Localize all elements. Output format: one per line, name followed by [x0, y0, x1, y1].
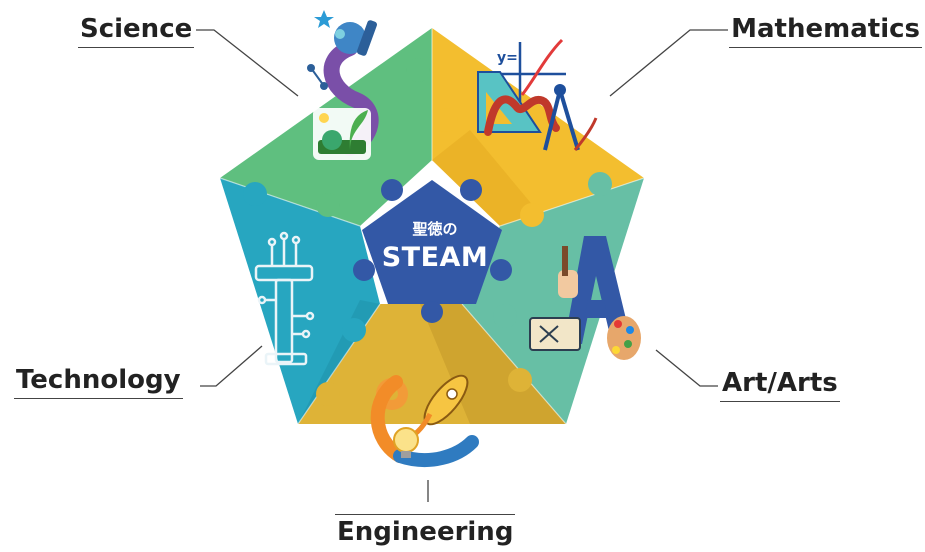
math-shade — [432, 130, 540, 226]
puzzle-knob — [508, 368, 532, 392]
puzzle-knob — [520, 203, 544, 227]
puzzle-knob — [243, 182, 267, 206]
arts-label: Art/Arts — [720, 368, 840, 402]
puzzle-knob — [342, 318, 366, 342]
puzzle-knob — [316, 382, 340, 406]
puzzle-knob — [493, 304, 517, 328]
center-pentagon — [362, 180, 502, 304]
letter-a-palette-icon — [529, 236, 641, 360]
engineering-label: Engineering — [335, 514, 516, 550]
puzzle-knob — [588, 172, 612, 196]
mathematics-label: Mathematics — [729, 14, 922, 48]
technology-label: Technology — [14, 365, 183, 399]
engineering-shade — [420, 304, 566, 424]
science-connector — [196, 29, 299, 97]
arts-connector — [655, 349, 718, 387]
center-piece — [353, 179, 512, 323]
center-title: STEAM — [381, 242, 489, 273]
math-tools-icon: y= — [477, 38, 598, 151]
center-subtitle: 聖徳の — [412, 220, 458, 238]
math-connector — [609, 29, 728, 97]
tech-connector — [200, 345, 263, 387]
circuit-letter-t-icon — [254, 231, 315, 366]
puzzle-pentagon — [219, 28, 645, 425]
math-formula: y= — [497, 50, 518, 66]
puzzle-knob — [316, 193, 340, 217]
connector-lines — [196, 29, 728, 502]
puzzle-knob — [434, 108, 458, 132]
science-label: Science — [78, 14, 195, 48]
science-collage-icon — [307, 10, 379, 160]
puzzle-knob — [406, 58, 430, 82]
rocket-gear-icon — [370, 374, 479, 468]
